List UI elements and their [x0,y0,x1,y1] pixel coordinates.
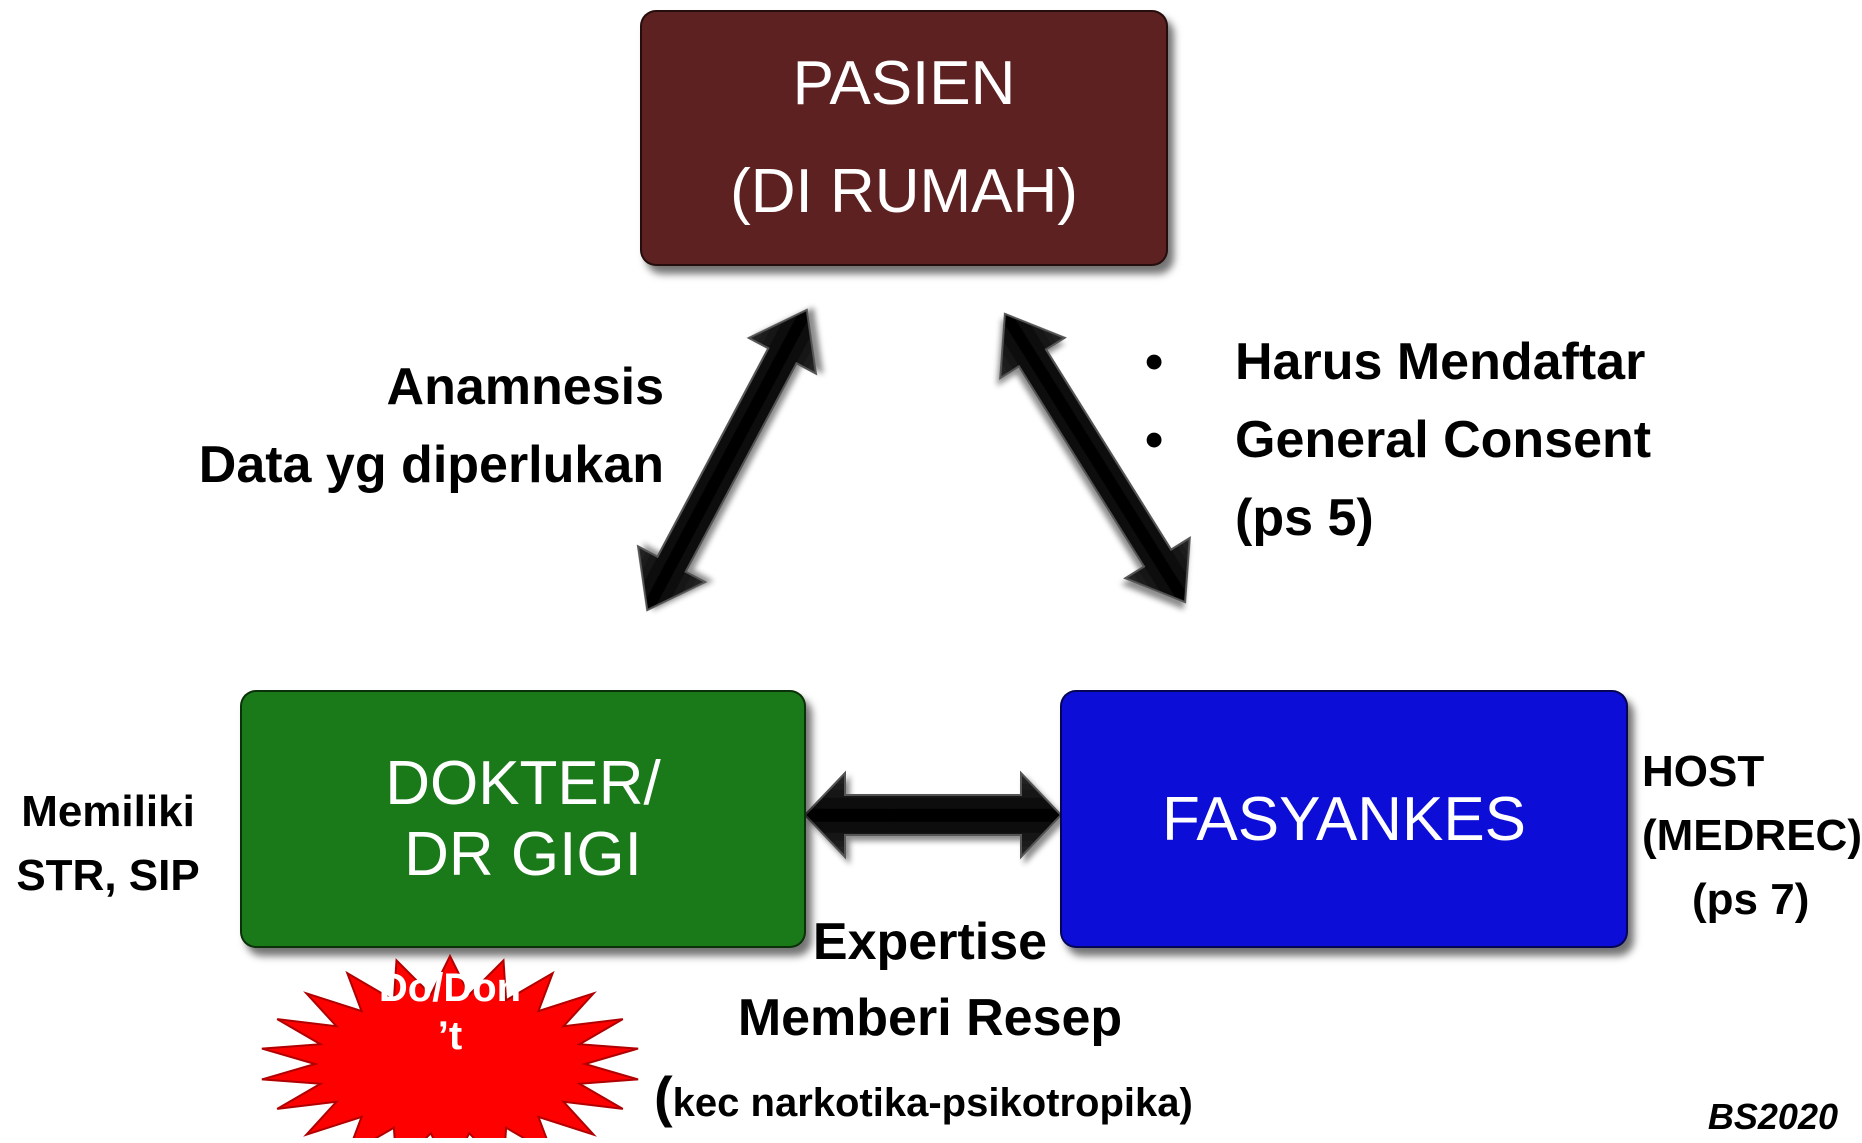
fasyankes-side-line-2: (MEDREC) [1642,811,1862,860]
left-edge-line-1: Anamnesis [386,358,664,416]
do-dont-burst: Do/Don ’t [258,953,642,1143]
bullet-item: (ps 5) [1135,479,1651,557]
dokter-side-label: Memiliki STR, SIP [8,780,208,908]
fasyankes-title: FASYANKES [1161,784,1527,854]
double-arrow-icon-right [999,312,1191,604]
burst-line-1: Do/Don [378,966,522,1010]
right-edge-label: • Harus Mendaftar • General Consent (ps … [1135,323,1651,557]
fasyankes-side-label: HOST (MEDREC) (ps 7) [1642,740,1862,932]
burst-line-2: ’t [437,1014,463,1058]
fasyankes-node: FASYANKES [1060,690,1628,948]
burst-label: Do/Don ’t [258,964,642,1060]
bullet-text-2: General Consent [1235,411,1652,469]
bullet-item: • Harus Mendaftar [1135,323,1651,401]
fasyankes-side-line-3: (ps 7) [1692,875,1810,924]
pasien-node: PASIEN (DI RUMAH) [640,10,1168,266]
signature: BS2020 [1707,1096,1838,1137]
left-edge-label: Anamnesis Data yg diperlukan [199,348,664,504]
bottom-edge-line-1: Expertise [812,913,1048,971]
bullet-text-1: Harus Mendaftar [1235,333,1646,391]
fasyankes-side-line-1: HOST [1642,747,1765,796]
double-arrow-icon-left [636,308,818,612]
bottom-edge-note: kec narkotika-psikotropika) [672,1081,1193,1125]
pasien-subtitle: (DI RUMAH) [730,157,1078,226]
dokter-side-line-2: STR, SIP [16,851,200,900]
bottom-edge-paren: ( [654,1065,673,1128]
left-edge-line-2: Data yg diperlukan [198,436,664,494]
bottom-edge-line-3: (kec narkotika-psikotropika) [654,1062,1193,1138]
bullet-item: • General Consent [1135,401,1651,479]
bullet-icon: • [1145,411,1164,469]
dokter-side-line-1: Memiliki [21,787,195,836]
pasien-title: PASIEN [792,48,1016,118]
bullet-icon: • [1145,333,1164,391]
dokter-subtitle: DR GIGI [404,820,642,889]
dokter-node: DOKTER/ DR GIGI [240,690,806,948]
right-edge-note: (ps 5) [1235,489,1374,547]
dokter-title: DOKTER/ [385,748,661,818]
explosion-starburst-icon [261,953,639,1143]
double-arrow-icon-bottom [803,770,1063,860]
bottom-edge-line-2: Memberi Resep [737,989,1123,1047]
